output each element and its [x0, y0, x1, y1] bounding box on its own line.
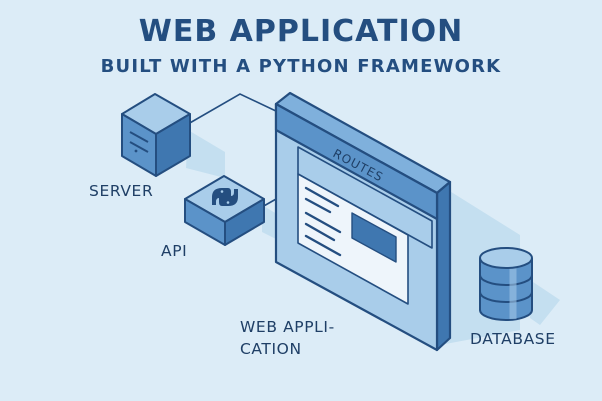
web-application-window [274, 91, 452, 352]
content-text-lines [304, 186, 342, 257]
web-application-label-line1: WEB APPLI- [240, 318, 335, 336]
python-logo-icon [212, 188, 238, 206]
api-node [184, 175, 265, 246]
web-application-label: WEB APPLI- CATION [240, 316, 335, 360]
content-image-block [351, 212, 397, 263]
server-icon [121, 93, 191, 177]
web-application-label-line2: CATION [240, 340, 302, 358]
page-title: WEB APPLICATION [138, 14, 464, 49]
database-icon [479, 247, 533, 321]
api-side-face [224, 198, 265, 246]
window-title-bar [274, 102, 439, 221]
server-side-face [155, 113, 191, 177]
window-right-edge [435, 180, 452, 352]
page-subtitle: BUILT WITH A PYTHON FRAMEWORK [100, 56, 502, 77]
routes-panel [297, 146, 433, 249]
line-server-to-webapp [187, 93, 279, 125]
database-label: DATABASE [470, 330, 556, 348]
server-label: SERVER [89, 182, 154, 200]
api-label: API [161, 242, 188, 260]
